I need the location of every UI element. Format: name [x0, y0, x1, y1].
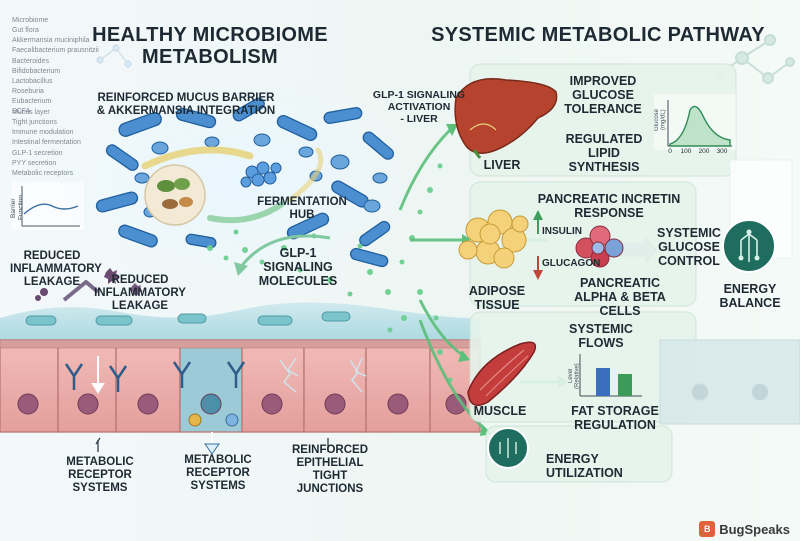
lipid-synthesis-label: REGULATED LIPID SYNTHESIS	[565, 132, 643, 174]
epithelial-cells	[0, 339, 481, 433]
fermentation-hub-icon	[240, 161, 282, 188]
insulin-label: INSULIN	[542, 226, 582, 237]
glucose-axis-label: Glucose (mg/dL)	[654, 109, 667, 132]
food-icon	[144, 164, 206, 226]
glucagon-label: GLUCAGON	[542, 258, 601, 269]
adipose-icon	[458, 209, 529, 269]
faint-list-2: Mucus layer Tight junctions Immune modul…	[12, 109, 81, 177]
bugspeaks-logo-icon: B	[699, 521, 716, 537]
inflammatory-particle-icon	[35, 268, 143, 301]
glucose-tick: 300	[716, 148, 728, 155]
glp1-liver-label: GLP-1 SIGNALING ACTIVATION - LIVER	[372, 89, 466, 125]
receptor-systems-label-2: METABOLIC RECEPTOR SYSTEMS	[184, 454, 252, 492]
glucose-chart	[654, 94, 736, 150]
circuit-icon	[722, 219, 776, 273]
right-title: SYSTEMIC METABOLIC PATHWAY	[431, 24, 765, 46]
incretin-label: PANCREATIC INCRETIN RESPONSE	[537, 192, 681, 220]
systemic-glucose-label: SYSTEMIC GLUCOSE CONTROL	[657, 226, 721, 268]
glucose-tolerance-label: IMPROVED GLUCOSE TOLERANCE	[564, 74, 642, 116]
left-title: HEALTHY MICROBIOME METABOLISM	[92, 24, 328, 69]
liver-label: LIVER	[483, 158, 521, 172]
faint-list: Microbiome Gut flora Akkermansia mucinip…	[12, 17, 99, 116]
pancreatic-cells-icon	[575, 225, 624, 268]
muscle-label: MUSCLE	[473, 404, 527, 418]
level-axis-label: Level (Relative)	[568, 363, 581, 389]
mucus-barrier-label: REINFORCED MUCUS BARRIER & AKKERMANSIA I…	[96, 92, 276, 117]
energy-utilization-label: ENERGY UTILIZATION	[546, 452, 623, 480]
glp1-molecules	[207, 163, 453, 383]
reduced-leakage-label-2: REDUCED INFLAMMATORY LEAKAGE	[94, 274, 186, 312]
adipose-label: ADIPOSE TISSUE	[468, 284, 526, 312]
fat-storage-label: FAT STORAGE REGULATION	[571, 404, 659, 432]
liver-icon	[454, 78, 558, 159]
receptor-systems-label-1: METABOLIC RECEPTOR SYSTEMS	[66, 456, 134, 494]
energy-balance-label: ENERGY BALANCE	[719, 282, 781, 310]
barrier-function-chart	[12, 182, 84, 230]
watermark: B BugSpeaks	[699, 521, 790, 537]
glp1-molecules-label: GLP-1 SIGNALING MOLECULES	[258, 246, 338, 288]
circuit-icon	[487, 427, 529, 469]
glucose-tick: 0	[668, 148, 672, 155]
muscle-icon	[467, 341, 537, 407]
systemic-flows-label: SYSTEMIC FLOWS	[569, 322, 633, 350]
fermentation-hub-label: FERMENTATION HUB	[257, 196, 347, 221]
glucose-tick: 200	[698, 148, 710, 155]
barrier-function-axis-label: Barrier Function	[10, 195, 25, 221]
tight-junctions-label: REINFORCED EPITHELIAL TIGHT JUNCTIONS	[291, 444, 369, 495]
pancreatic-cells-label: PANCREATIC ALPHA & BETA CELLS	[574, 276, 666, 318]
reduced-leakage-label-1: REDUCED INFLAMMATORY LEAKAGE	[10, 250, 102, 288]
fat-storage-bar-chart	[579, 354, 642, 397]
glucose-tick: 100	[680, 148, 692, 155]
bacteria-cluster	[95, 97, 395, 268]
